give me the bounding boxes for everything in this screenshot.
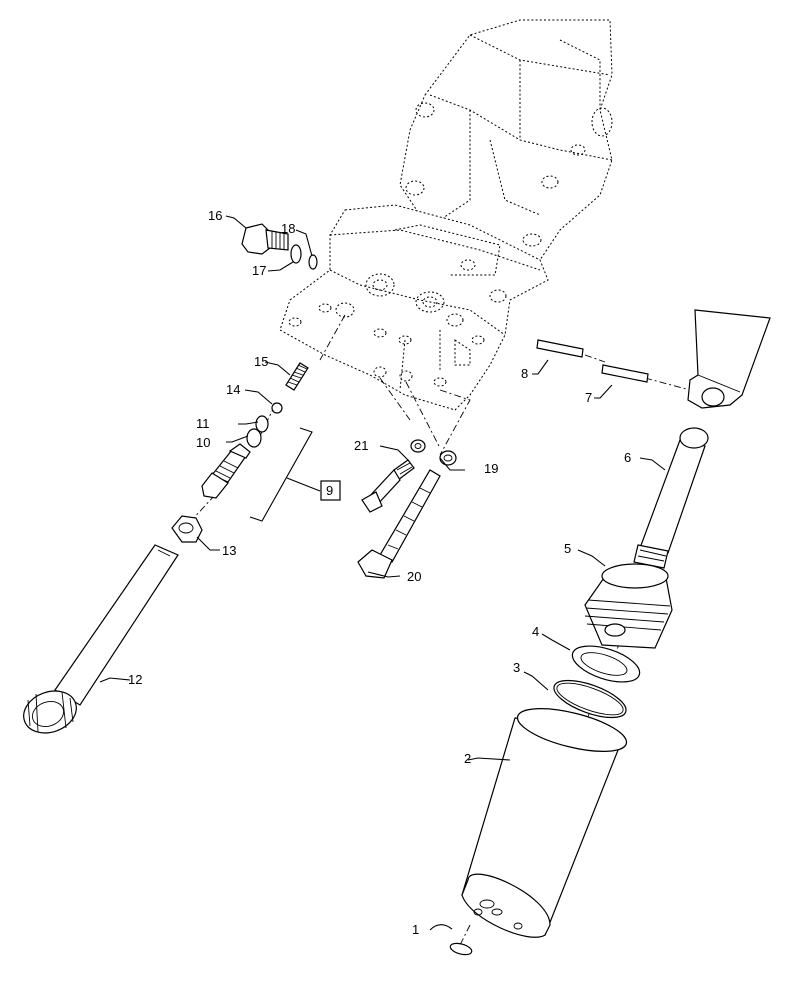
part-15-spring xyxy=(285,362,309,391)
label-16: 16 xyxy=(208,208,222,223)
part-20-bolt xyxy=(357,469,441,579)
leader-lines xyxy=(99,215,666,931)
label-21: 21 xyxy=(354,438,368,453)
part-2-cylinder xyxy=(461,708,628,938)
label-13: 13 xyxy=(222,543,236,558)
label-19: 19 xyxy=(484,461,498,476)
label-6: 6 xyxy=(624,450,631,465)
part-10-ring xyxy=(246,428,262,448)
part-5-piston xyxy=(584,563,673,649)
label-8: 8 xyxy=(521,366,528,381)
label-9: 9 xyxy=(326,483,333,498)
part-1-oring xyxy=(449,942,473,956)
label-3: 3 xyxy=(513,660,520,675)
label-5: 5 xyxy=(564,541,571,556)
part-6-rod xyxy=(633,427,709,569)
label-18: 18 xyxy=(281,221,295,236)
part-14-ball xyxy=(271,402,283,414)
part-13-nut xyxy=(171,515,203,543)
part-17-seal xyxy=(290,244,302,264)
part-12-tube xyxy=(23,544,179,734)
label-20: 20 xyxy=(407,569,421,584)
label-1: 1 xyxy=(412,922,419,937)
part-4-ring xyxy=(571,645,641,683)
part-21-bolt xyxy=(361,459,415,513)
label-14: 14 xyxy=(226,382,240,397)
part-16-fitting xyxy=(241,223,289,255)
part-7-pin xyxy=(601,364,649,383)
part-19-washer xyxy=(439,450,457,466)
part-3-oring xyxy=(553,679,627,719)
part-18-ring xyxy=(308,254,318,270)
label-10: 10 xyxy=(196,435,210,450)
part-8-pin xyxy=(536,339,584,358)
label-9-box: 9 xyxy=(320,480,341,501)
label-2: 2 xyxy=(464,751,471,766)
valve-housing-phantom xyxy=(279,19,613,411)
label-11: 11 xyxy=(196,416,210,431)
label-7: 7 xyxy=(585,390,592,405)
label-15: 15 xyxy=(254,354,268,369)
lever-arm xyxy=(687,309,771,409)
part-9-valve-body xyxy=(201,443,251,499)
label-4: 4 xyxy=(532,624,539,639)
kit-9-bracket xyxy=(249,427,321,522)
label-17: 17 xyxy=(252,263,266,278)
label-12: 12 xyxy=(128,672,142,687)
washer-21 xyxy=(410,439,426,453)
callout-labels: 1 2 3 4 5 6 7 8 9 10 11 12 13 14 15 16 1… xyxy=(128,208,631,937)
part-11-ring xyxy=(255,415,269,433)
